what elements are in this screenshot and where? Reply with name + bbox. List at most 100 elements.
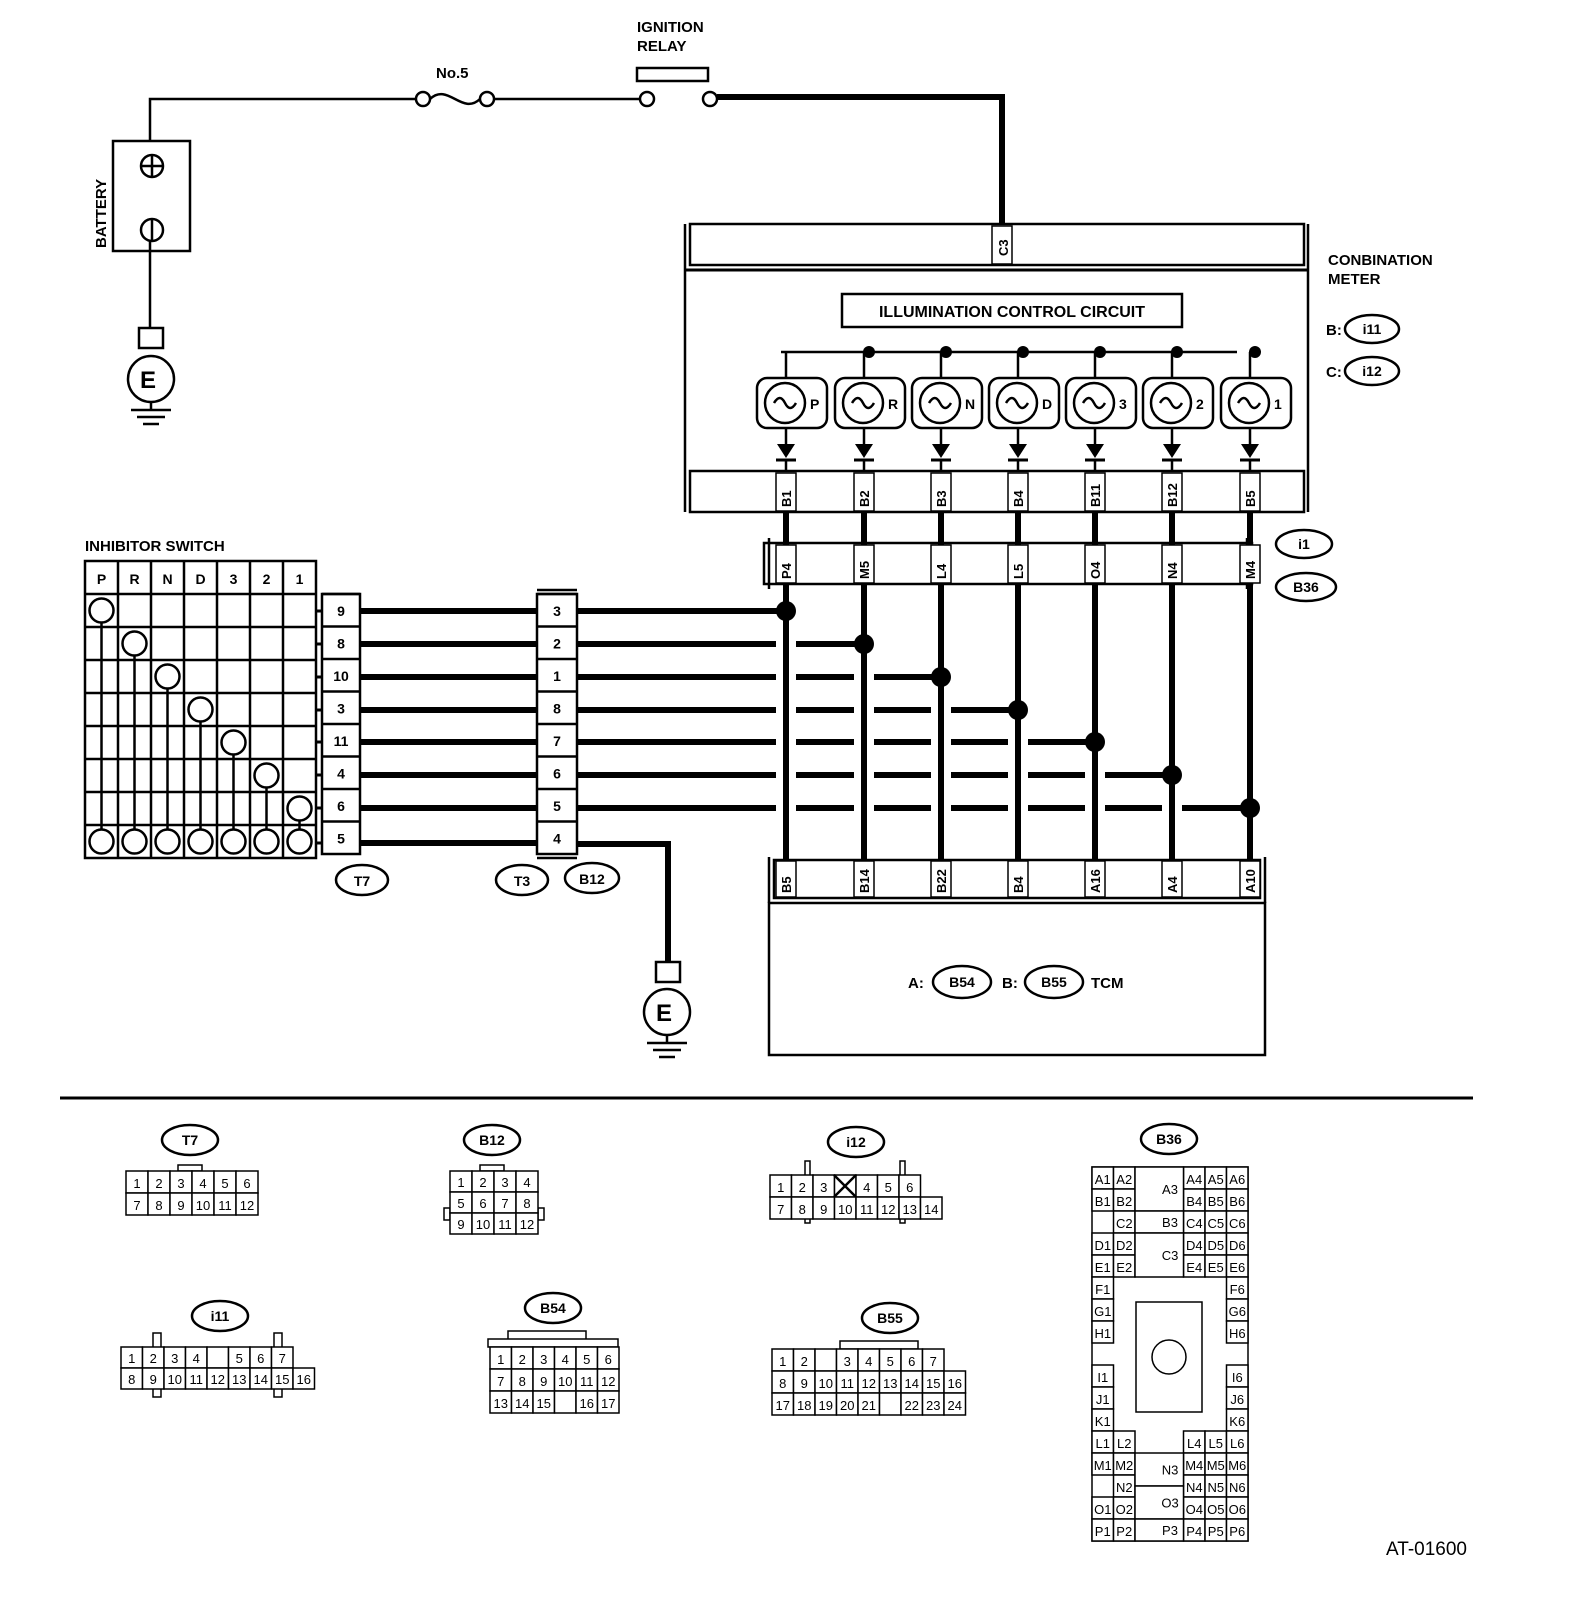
b36-pin-C6: C6 xyxy=(1229,1216,1246,1231)
t7-pin-9: 9 xyxy=(177,1198,184,1213)
splice-dot-1 xyxy=(854,634,874,654)
b55-cell xyxy=(814,1348,838,1372)
t7-tag xyxy=(334,863,390,897)
meter-c3-label: C3 xyxy=(996,239,1011,256)
tcm-a-prefix: A: xyxy=(908,975,924,992)
latch xyxy=(537,1207,545,1221)
battery-label: BATTERY xyxy=(93,179,110,248)
switch-common-1 xyxy=(286,828,313,855)
t7-pin-11: 11 xyxy=(334,733,349,749)
junction-dot xyxy=(1094,346,1106,358)
switch-common-N xyxy=(154,828,181,855)
switch-contact-D xyxy=(187,696,214,723)
i12-pin-7: 7 xyxy=(777,1202,784,1217)
b36-pin-B2: B2 xyxy=(1116,1194,1132,1209)
b36-pin-N5: N5 xyxy=(1207,1480,1224,1495)
connector-tag-label: i11 xyxy=(211,1308,230,1324)
meter-cell-B12 xyxy=(1161,472,1183,512)
i1-tag xyxy=(1274,528,1334,560)
b36-pin-P1: P1 xyxy=(1095,1524,1111,1539)
b54-pin-6: 6 xyxy=(605,1352,612,1367)
connector-tag-B55 xyxy=(860,1301,920,1335)
b36-pin-K1: K1 xyxy=(1095,1414,1111,1429)
harness-wires xyxy=(316,512,1260,861)
b55-pin-16: 16 xyxy=(948,1376,962,1391)
connector-tag-B36 xyxy=(1139,1122,1199,1156)
b36-pin-P4: P4 xyxy=(1186,1524,1202,1539)
relay-contact-left xyxy=(638,90,656,108)
b36-pin-O3: O3 xyxy=(1161,1496,1178,1511)
indicator-label: N xyxy=(965,396,975,412)
b12-pin-2: 2 xyxy=(479,1175,486,1190)
i12-pin-8: 8 xyxy=(799,1202,806,1217)
i12-pin-6: 6 xyxy=(906,1180,913,1195)
b36-pin-O1: O1 xyxy=(1094,1502,1111,1517)
tcm-b-prefix: B: xyxy=(1002,975,1018,992)
b36-pin-N4: N4 xyxy=(1186,1480,1203,1495)
b36-cell xyxy=(1225,1518,1249,1542)
inhibitor-switch-label: INHIBITOR SWITCH xyxy=(85,538,225,555)
fuse-label: No.5 xyxy=(436,65,469,82)
b55-pin-15: 15 xyxy=(926,1376,940,1391)
b36-pin-E5: E5 xyxy=(1208,1260,1224,1275)
meter-connector-c: i12 xyxy=(1362,363,1382,379)
connector-tag-i11 xyxy=(190,1299,250,1333)
b55-pin-6: 6 xyxy=(908,1354,915,1369)
b54-pin-9: 9 xyxy=(540,1374,547,1389)
switch-common-P xyxy=(88,828,115,855)
switch-common-R xyxy=(121,828,148,855)
ignition-relay-label-2: RELAY xyxy=(637,38,686,55)
t3-pin-5: 5 xyxy=(553,798,561,814)
b55-pin-10: 10 xyxy=(819,1376,833,1391)
b55-pin-19: 19 xyxy=(819,1398,833,1413)
i11-pin-7: 7 xyxy=(279,1351,286,1366)
tcm-label: TCM xyxy=(1091,975,1124,992)
b54-pin-1: 1 xyxy=(497,1352,504,1367)
b36-pin-P3: P3 xyxy=(1162,1523,1178,1538)
b36-pin-D1: D1 xyxy=(1094,1238,1111,1253)
b54-pin-14: 14 xyxy=(515,1396,529,1411)
switch-common-3 xyxy=(220,828,247,855)
b36-pin-P6: P6 xyxy=(1229,1524,1245,1539)
tcm-cell-B4 xyxy=(1007,860,1029,898)
meter-pin-B5: B5 xyxy=(1243,490,1258,507)
b12-pin-10: 10 xyxy=(476,1217,490,1232)
i11-pin-8: 8 xyxy=(128,1372,135,1387)
figure-id: AT-01600 xyxy=(1386,1539,1467,1560)
i12-cell xyxy=(919,1196,943,1220)
t7-pin-1: 1 xyxy=(133,1176,140,1191)
t3-pin-3: 3 xyxy=(553,603,561,619)
i11-pin-10: 10 xyxy=(168,1372,182,1387)
i11-pin-6: 6 xyxy=(257,1351,264,1366)
b36-pin-L5: L5 xyxy=(1011,564,1026,579)
b36-pin-M6: M6 xyxy=(1228,1458,1246,1473)
splice-dot-0 xyxy=(776,601,796,621)
b55-pin-3: 3 xyxy=(844,1354,851,1369)
b55-pin-5: 5 xyxy=(887,1354,894,1369)
t3-label: T3 xyxy=(514,873,531,889)
i11-pin-2: 2 xyxy=(150,1351,157,1366)
meter-c3-cell xyxy=(991,225,1013,265)
t7-pin-6: 6 xyxy=(337,798,345,814)
tcm-a-connector: B54 xyxy=(949,974,975,990)
b36-pin-I1: I1 xyxy=(1097,1370,1108,1385)
i11-pin-1: 1 xyxy=(128,1351,135,1366)
indicator-label: 3 xyxy=(1119,396,1127,412)
connector-tag-label: B12 xyxy=(479,1132,505,1148)
power-feed: No.5 IGNITION RELAY BATTERY E xyxy=(93,19,1005,426)
t7-pin-12: 12 xyxy=(240,1198,254,1213)
b36-pin-N6: N6 xyxy=(1229,1480,1246,1495)
switch-common-D xyxy=(187,828,214,855)
b55-cell xyxy=(943,1392,967,1416)
tcm-cell-B5 xyxy=(775,860,797,898)
filament xyxy=(1158,396,1184,410)
i12-pin-1: 1 xyxy=(777,1180,784,1195)
connector-tag-T7 xyxy=(160,1123,220,1157)
ground-icon-2: E xyxy=(577,841,692,1059)
b36-pin-B3: B3 xyxy=(1162,1215,1178,1230)
b54-pin-16: 16 xyxy=(580,1396,594,1411)
